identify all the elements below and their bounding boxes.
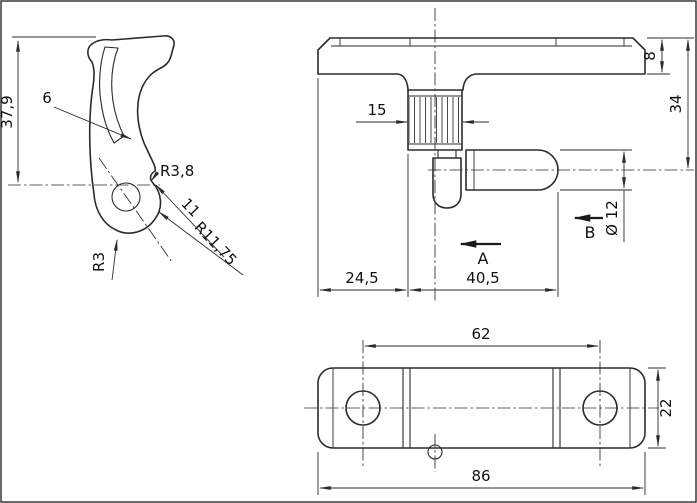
- dim-outer-radius: R11,75: [158, 211, 244, 276]
- dim-label-plate-thickness: 8: [641, 51, 659, 61]
- side-view-bore: [111, 182, 141, 212]
- dim-label-height: 37,9: [0, 95, 16, 128]
- leader-line: [111, 238, 118, 281]
- dim-label-body-width: 22: [657, 398, 675, 417]
- front-view: 15 8 34 Ø 12 B A: [317, 8, 694, 302]
- dimension-line: [155, 184, 225, 258]
- side-view-slot: [99, 46, 125, 144]
- dim-label-overall-height: 34: [667, 94, 685, 113]
- dim-label-pin-diameter: Ø 12: [603, 200, 621, 236]
- dim-overall-length: 86: [317, 452, 646, 495]
- front-view-stud: [432, 157, 462, 209]
- dim-height: 37,9: [0, 36, 96, 184]
- dim-label-outer-radius: R11,75: [191, 218, 241, 269]
- dim-overall-height: 34: [667, 38, 690, 170]
- dim-label-overall-length: 86: [471, 467, 490, 485]
- leader-line: [158, 211, 244, 276]
- leader-line: [150, 171, 160, 182]
- dim-inner-radius: R3: [90, 238, 118, 281]
- extension-lines: [317, 452, 646, 495]
- section-label-a: A: [478, 249, 489, 268]
- section-marker-b: B: [573, 214, 603, 242]
- top-view: 62 22 86: [304, 325, 675, 495]
- front-view-bar-inner-line: [331, 38, 632, 47]
- dim-label-wall-thickness: 6: [42, 89, 52, 107]
- section-label-b: B: [585, 223, 596, 242]
- dim-label-knurl-width: 15: [367, 101, 386, 119]
- front-view-stud-neck: [437, 149, 457, 159]
- side-view: 37,9 6 R3,8 11 R11,75 R3: [0, 35, 244, 281]
- dim-label-right-offset: 40,5: [466, 269, 499, 287]
- dim-hole-spacing: 62: [363, 325, 600, 348]
- extension-lines: [560, 149, 632, 191]
- extension-lines: [317, 78, 559, 297]
- leader-line: [53, 106, 133, 140]
- dim-pin-diameter: Ø 12: [560, 149, 632, 242]
- dim-label-left-offset: 24,5: [345, 269, 378, 287]
- dim-bottom-offsets: 24,5 40,5: [317, 78, 559, 297]
- dim-label-inner-radius: R3: [90, 252, 108, 272]
- dim-plate-thickness: 8: [641, 37, 694, 75]
- dim-body-width: 22: [648, 367, 675, 449]
- dim-wall-thickness: 6: [42, 89, 133, 140]
- section-marker-a: A: [459, 240, 501, 268]
- top-view-centerlines: [304, 340, 659, 472]
- front-view-bar-outline: [317, 37, 646, 91]
- extension-lines: [647, 37, 694, 75]
- dim-knurl-width: 15: [356, 101, 489, 124]
- dim-label-notch-radius: R3,8: [160, 162, 194, 180]
- dim-label-offset-length: 11: [178, 194, 204, 220]
- extension-lines: [648, 367, 666, 449]
- dim-notch-radius: R3,8: [150, 162, 194, 182]
- dim-label-hole-spacing: 62: [471, 325, 490, 343]
- side-view-body: [87, 35, 175, 234]
